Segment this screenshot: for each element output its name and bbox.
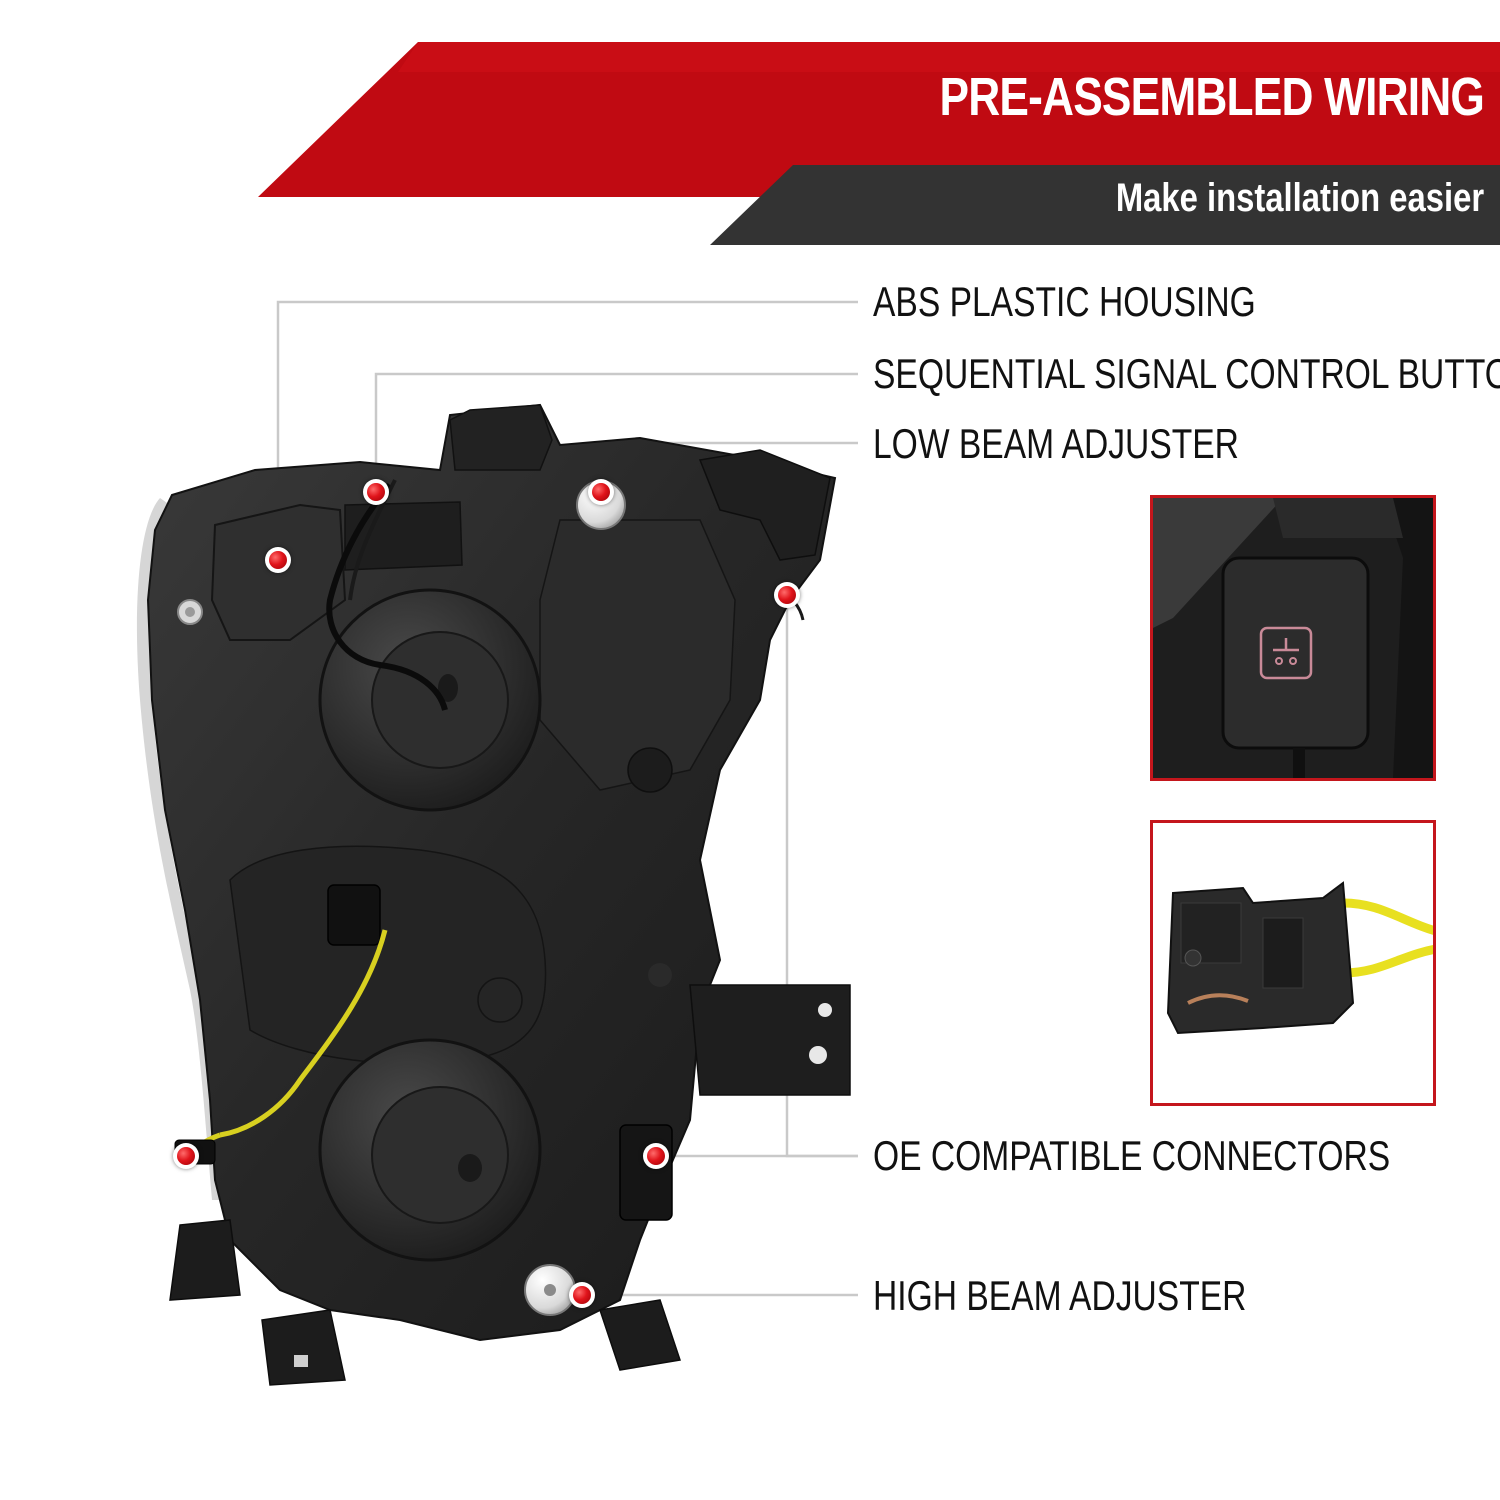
- red-dot-marker-icon: [569, 1282, 595, 1308]
- inset-oe-connector: [1150, 820, 1436, 1106]
- red-dot-marker-icon: [588, 479, 614, 505]
- red-dot-marker-icon: [643, 1143, 669, 1169]
- callout-oe-compatible-connectors: OE COMPATIBLE CONNECTORS: [873, 1132, 1391, 1179]
- subheadline-banner: [710, 165, 1500, 245]
- callout-sequential-signal-control-button: SEQUENTIAL SIGNAL CONTROL BUTTON: [873, 350, 1500, 397]
- headline: PRE-ASSEMBLED WIRING: [939, 67, 1484, 127]
- red-dot-marker-icon: [265, 547, 291, 573]
- callout-high-beam-adjuster: HIGH BEAM ADJUSTER: [873, 1272, 1247, 1319]
- red-dot-marker-icon: [774, 582, 800, 608]
- subheadline: Make installation easier: [1115, 176, 1484, 220]
- callout-low-beam-adjuster: LOW BEAM ADJUSTER: [873, 420, 1239, 467]
- inset-signal-button: [1150, 495, 1436, 781]
- red-dot-marker-icon: [363, 479, 389, 505]
- red-dot-marker-icon: [173, 1143, 199, 1169]
- callout-abs-plastic-housing: ABS PLASTIC HOUSING: [873, 278, 1256, 325]
- signal-button-icon: [1259, 626, 1313, 680]
- headline-banner: [258, 42, 1500, 197]
